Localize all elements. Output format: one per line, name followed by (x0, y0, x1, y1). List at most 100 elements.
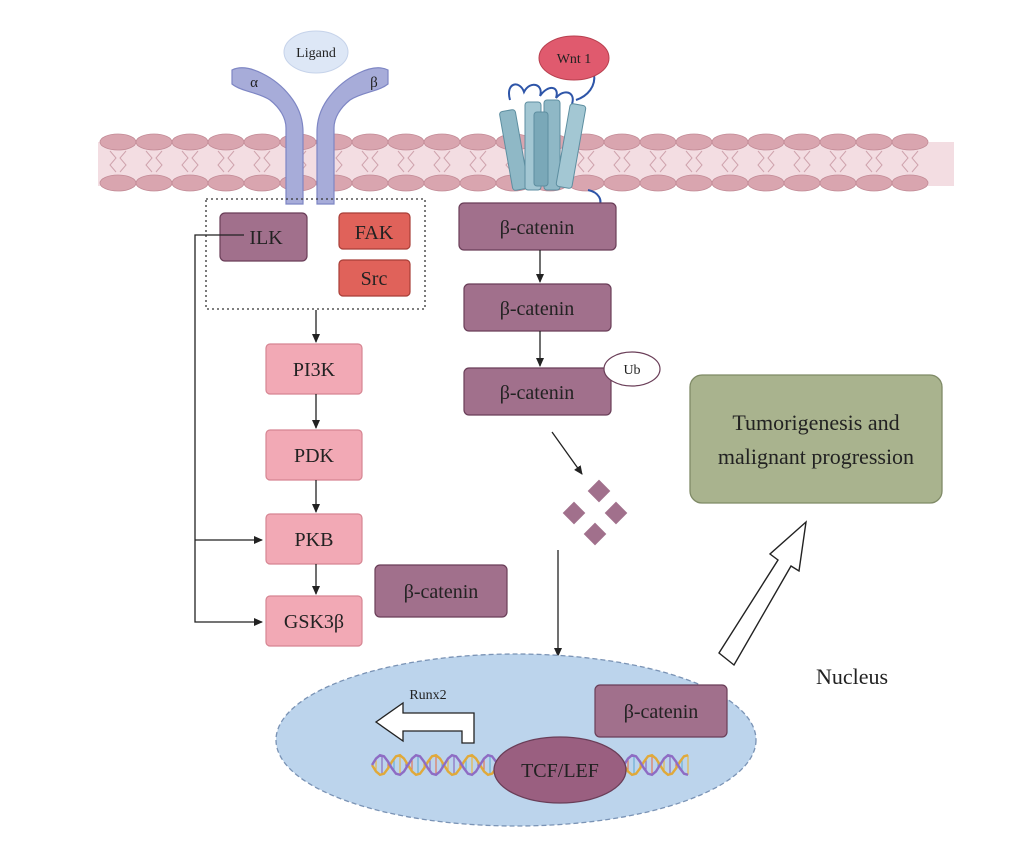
membrane-outer-leaflet (99, 133, 929, 151)
beta-catenin-label-3: β-catenin (500, 382, 575, 404)
lipid-tail (433, 150, 451, 173)
lipid-tail (469, 150, 487, 173)
ligand-label: Ligand (296, 46, 336, 61)
tcf-lef-label: TCF/LEF (521, 760, 599, 782)
lipid-head (747, 174, 785, 192)
lipid-head (855, 174, 893, 192)
lipid-head (639, 133, 677, 151)
tumorigenesis-line-1: Tumorigenesis and (732, 410, 899, 435)
lipid-head (603, 133, 641, 151)
beta-catenin-box-3 (463, 367, 612, 416)
outcome-hollow-arrow (718, 520, 807, 667)
lipid-head (99, 174, 137, 192)
lipid-head (351, 133, 389, 151)
lipid-tail (649, 150, 667, 173)
integrin-alpha-subunit (231, 67, 304, 205)
lipid-head (423, 133, 461, 151)
ilk-bypass-line (194, 234, 263, 626)
ubiquitin-label: Ub (623, 363, 640, 378)
lipid-head (207, 174, 245, 192)
pi3k-label: PI3K (293, 359, 336, 381)
pdk-label: PDK (294, 445, 335, 467)
integrin-receptor: Ligand α β (231, 30, 389, 205)
fragment (604, 501, 628, 525)
lipid-head (387, 174, 425, 192)
lipid-tail (145, 150, 163, 173)
pkb-label: PKB (295, 529, 334, 551)
src-box (338, 259, 411, 297)
lipid-tail (217, 150, 235, 173)
beta-catenin-label-2: β-catenin (500, 298, 575, 320)
lipid-tail (397, 150, 415, 173)
alpha-label: α (250, 75, 258, 91)
lipid-head (387, 133, 425, 151)
lipid-head (675, 133, 713, 151)
gsk3b-box (265, 595, 363, 647)
lipid-tail (793, 150, 811, 173)
nucleus-label: Nucleus (816, 664, 888, 689)
lipid-head (171, 174, 209, 192)
lipid-head (711, 133, 749, 151)
free-beta-catenin-label: β-catenin (404, 581, 479, 603)
lipid-tail (181, 150, 199, 173)
ilk-box (219, 212, 308, 262)
fragment (583, 522, 607, 546)
tumorigenesis-box (689, 374, 943, 504)
lipid-head (747, 133, 785, 151)
lipid-tail (829, 150, 847, 173)
lipid-head (459, 174, 497, 192)
beta-label: β (370, 75, 378, 91)
fragment (562, 501, 586, 525)
lipid-head (819, 174, 857, 192)
wnt1-ligand (538, 35, 610, 81)
runx2-label: Runx2 (409, 688, 446, 703)
lipid-head (243, 174, 281, 192)
lipid-head (171, 133, 209, 151)
lipid-tail (577, 150, 595, 173)
lipid-head (603, 174, 641, 192)
lipid-head (783, 174, 821, 192)
fak-box (338, 212, 411, 250)
ligand-bubble (283, 30, 349, 74)
lipid-head (783, 133, 821, 151)
beta-catenin-label-1: β-catenin (500, 217, 575, 239)
lipid-head (243, 133, 281, 151)
beta-catenin-box-1 (458, 202, 617, 251)
ubiquitin-tag (603, 351, 661, 387)
ilk-label: ILK (249, 227, 283, 249)
integrin-beta-subunit (316, 67, 389, 205)
lipid-tail (901, 150, 919, 173)
tumorigenesis-line-2: malignant progression (718, 444, 914, 469)
receptor-helix (555, 103, 587, 189)
nuclear-beta-catenin-label: β-catenin (624, 701, 699, 723)
lipid-head (459, 133, 497, 151)
tcf-lef-complex (493, 736, 627, 804)
lipid-head (135, 174, 173, 192)
lipid-head (711, 174, 749, 192)
lipid-head (819, 133, 857, 151)
lipid-tail (865, 150, 883, 173)
free-beta-catenin-box (374, 564, 508, 618)
fragment (587, 479, 611, 503)
nuclear-beta-catenin-box (594, 684, 728, 738)
lipid-tail (757, 150, 775, 173)
receptor-helix (499, 109, 529, 191)
gsk3b-label: GSK3β (284, 611, 344, 633)
lipid-head (891, 133, 929, 151)
lipid-tail (253, 150, 271, 173)
wnt1-label: Wnt 1 (557, 52, 592, 67)
nucleus (275, 653, 757, 827)
fak-label: FAK (355, 222, 394, 244)
lipid-head (99, 133, 137, 151)
degraded-catenin-fragments (562, 479, 628, 546)
lipid-head (639, 174, 677, 192)
lipid-head (891, 174, 929, 192)
lipid-tail (721, 150, 739, 173)
src-label: Src (361, 268, 388, 290)
receptor-helix (533, 111, 549, 187)
lipid-head (351, 174, 389, 192)
lipid-tail (109, 150, 127, 173)
lipid-tail (361, 150, 379, 173)
lipid-head (855, 133, 893, 151)
